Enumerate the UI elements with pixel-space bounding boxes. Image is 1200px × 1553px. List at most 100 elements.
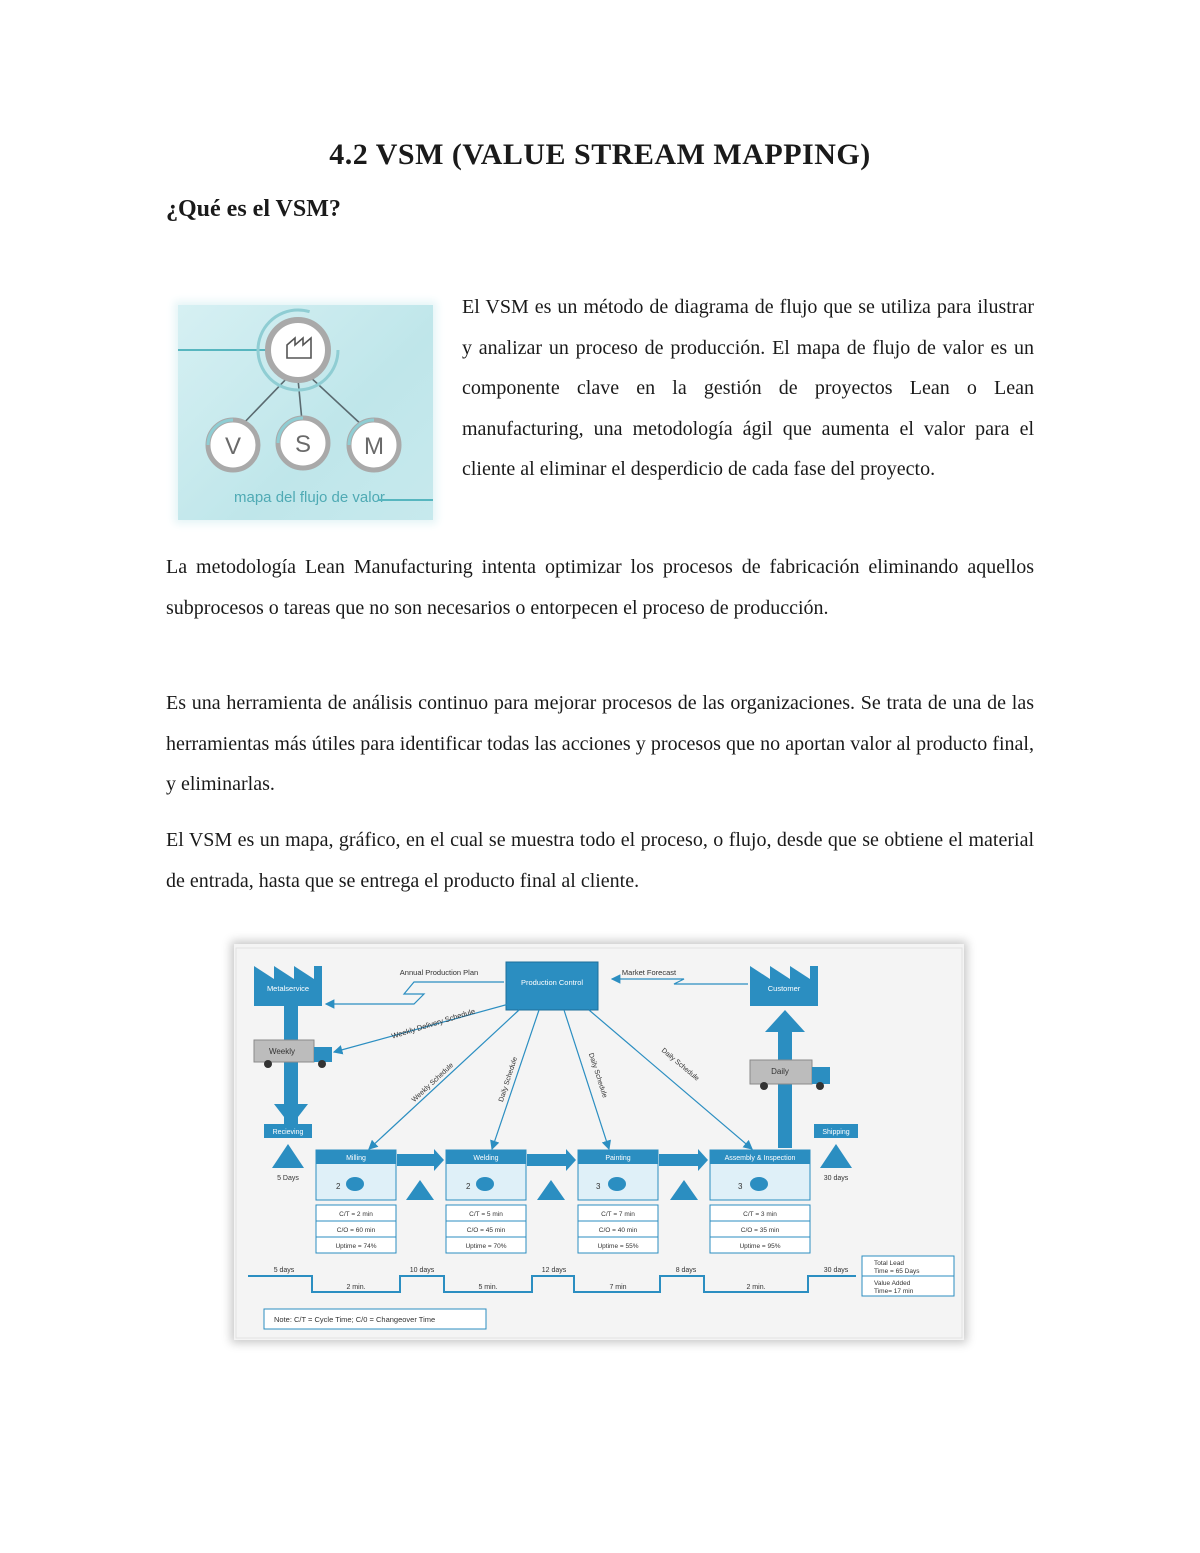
paragraph-intro: El VSM es un método de diagrama de flujo… <box>462 296 1034 480</box>
outbound-arrowhead <box>765 1010 805 1032</box>
truck-in-label: Weekly <box>269 1047 295 1056</box>
operators-assembly: 3 <box>738 1182 743 1191</box>
vsm-background <box>235 947 963 1339</box>
uptime-assembly: Uptime = 95% <box>739 1243 780 1250</box>
push-arrow-icon <box>397 1149 444 1171</box>
weekly-delivery-arrow <box>332 1003 510 1055</box>
ct-welding: C/T = 5 min <box>469 1211 503 1218</box>
operators-milling: 2 <box>336 1182 341 1191</box>
total-lead-value: Time = 65 Days <box>874 1268 920 1275</box>
data-box-welding <box>445 1204 527 1254</box>
value-added-value: Time= 17 min <box>874 1288 914 1295</box>
receiving-label: Recieving <box>273 1129 304 1136</box>
truck-out-icon <box>749 1059 830 1090</box>
production-control-label: Production Control <box>521 978 583 987</box>
note-text: Note: C/T = Cycle Time; C/0 = Changeover… <box>274 1315 435 1324</box>
timeline-time: 5 min. <box>478 1284 497 1291</box>
vsm-diagram-image: Metalservice Customer Production Control… <box>234 944 964 1340</box>
logo-arc <box>276 416 304 444</box>
operators-painting: 3 <box>596 1182 601 1191</box>
logo-center-circle <box>265 317 331 383</box>
factory-icon <box>286 336 312 359</box>
push-arrow-icon <box>527 1149 576 1171</box>
customer-factory-icon <box>750 966 818 1006</box>
co-milling: C/O = 60 min <box>337 1227 376 1234</box>
receiving-days: 5 Days <box>277 1175 299 1182</box>
logo-connector <box>297 378 303 422</box>
timeline-time: 2 min. <box>746 1284 765 1291</box>
annual-plan-arrow <box>324 981 504 1009</box>
co-welding: C/O = 45 min <box>467 1227 506 1234</box>
paragraph-map: El VSM es un mapa, gráfico, en el cual s… <box>166 829 1034 892</box>
paragraph-tool: Es una herramienta de análisis continuo … <box>166 692 1034 795</box>
shipping-inventory-triangle <box>820 1144 852 1168</box>
data-box-milling <box>315 1204 397 1254</box>
shipping-days: 30 days <box>824 1175 849 1182</box>
process-box-painting <box>577 1149 659 1201</box>
schedule-arrow-milling <box>368 1009 520 1150</box>
section-heading: ¿Qué es el VSM? <box>166 196 341 222</box>
market-forecast-label: Market Forecast <box>622 968 677 977</box>
process-name-welding: Welding <box>473 1155 498 1162</box>
logo-arc <box>206 418 234 446</box>
outbound-shaft <box>778 1024 792 1148</box>
logo-connector <box>239 374 291 428</box>
schedule-arrow-welding <box>490 1009 540 1151</box>
receiving-box <box>264 1124 312 1138</box>
co-assembly: C/O = 35 min <box>741 1227 780 1234</box>
schedule-arrow-painting <box>563 1009 611 1151</box>
process-name-assembly: Assembly & Inspection <box>725 1155 796 1162</box>
uptime-painting: Uptime = 55% <box>597 1243 638 1250</box>
process-name-painting: Painting <box>605 1155 630 1162</box>
page-title: 4.2 VSM (VALUE STREAM MAPPING) <box>329 138 871 171</box>
ct-painting: C/T = 7 min <box>601 1211 635 1218</box>
logo-letter-v: V <box>225 433 241 460</box>
timeline-ladder <box>248 1275 856 1293</box>
inbound-arrowhead <box>274 1104 308 1126</box>
timeline-day: 10 days <box>410 1267 435 1274</box>
paragraph-lean: La metodología Lean Manufacturing intent… <box>166 556 1034 619</box>
timeline-day: 12 days <box>542 1267 567 1274</box>
push-arrow-icon <box>659 1149 708 1171</box>
process-name-milling: Milling <box>346 1155 366 1162</box>
schedule-arrow-assembly <box>588 1009 753 1150</box>
production-control-box <box>505 961 599 1011</box>
inbound-shaft <box>284 1006 298 1124</box>
shipping-label: Shipping <box>822 1129 849 1136</box>
timeline-time: 7 min <box>609 1284 626 1291</box>
market-forecast-arrow <box>610 974 748 985</box>
logo-caption: mapa del flujo de valor <box>234 489 385 506</box>
lead-time-summary-box <box>861 1255 955 1297</box>
truck-in-icon <box>253 1039 332 1068</box>
inventory-triangle <box>537 1180 565 1200</box>
co-painting: C/O = 40 min <box>599 1227 638 1234</box>
value-added-label: Value Added <box>874 1280 911 1287</box>
data-box-assembly <box>709 1204 811 1254</box>
data-box-painting <box>577 1204 659 1254</box>
vsm-logo-image: V S M mapa del flujo de valor <box>178 305 433 520</box>
timeline-day: 5 days <box>274 1267 295 1274</box>
inventory-triangle <box>406 1180 434 1200</box>
inventory-triangle <box>670 1180 698 1200</box>
note-box <box>263 1308 487 1330</box>
customer-label: Customer <box>768 984 801 993</box>
supplier-factory-icon <box>254 966 322 1006</box>
timeline-day: 30 days <box>824 1267 849 1274</box>
operators-welding: 2 <box>466 1182 471 1191</box>
supplier-label: Metalservice <box>267 984 309 993</box>
uptime-milling: Uptime = 74% <box>335 1243 376 1250</box>
truck-out-label: Daily <box>771 1067 789 1076</box>
process-box-welding <box>445 1149 527 1201</box>
process-box-assembly <box>709 1149 811 1201</box>
uptime-welding: Uptime = 70% <box>465 1243 506 1250</box>
shipping-box <box>814 1124 858 1138</box>
logo-outer-ring <box>256 308 340 392</box>
annual-plan-label: Annual Production Plan <box>400 968 478 977</box>
total-lead-label: Total Lead <box>874 1260 904 1267</box>
logo-letter-s: S <box>295 431 311 458</box>
ct-milling: C/T = 2 min <box>339 1211 373 1218</box>
timeline-time: 2 min. <box>346 1284 365 1291</box>
receiving-inventory-triangle <box>272 1144 304 1168</box>
timeline-day: 8 days <box>676 1267 697 1274</box>
process-box-milling <box>315 1149 397 1201</box>
